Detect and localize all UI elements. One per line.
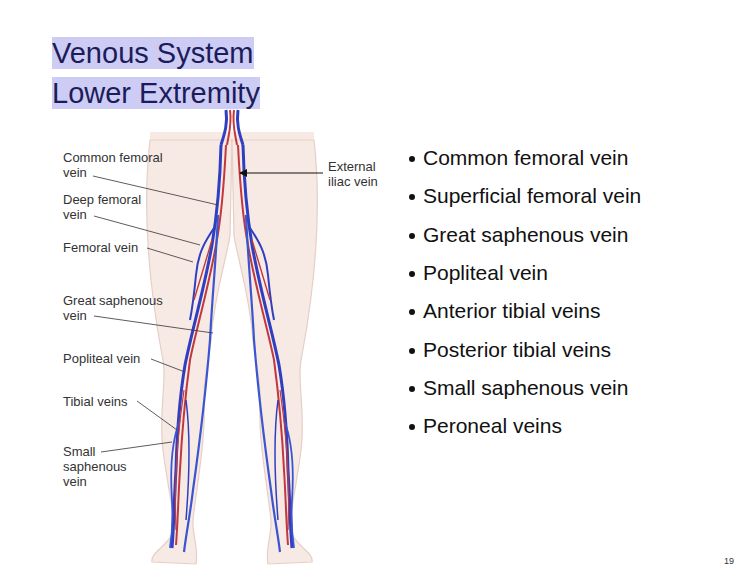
title-text: Venous System Lower Extremity: [52, 37, 260, 109]
bullet-item: Small saphenous vein: [423, 375, 733, 401]
anatomy-label: Popliteal vein: [63, 351, 183, 366]
anatomy-label: Tibial veins: [63, 394, 183, 409]
bullet-item: Superficial femoral vein: [423, 183, 733, 209]
anatomy-label: Common femoral vein: [63, 150, 175, 180]
anatomy-label: Femoral vein: [63, 240, 183, 255]
bullet-dot: [409, 424, 415, 430]
bullet-dot: [409, 156, 415, 162]
bullet-dot: [409, 194, 415, 200]
bullet-dot: [409, 386, 415, 392]
anatomy-label: Deep femoral vein: [63, 192, 158, 222]
bullet-item: Peroneal veins: [423, 413, 733, 439]
bullet-item: Great saphenous vein: [423, 222, 733, 248]
bullet-dot: [409, 271, 415, 277]
anatomy-label: External iliac vein: [328, 159, 390, 189]
bullet-item: Anterior tibial veins: [423, 298, 733, 324]
bullet-item: Common femoral vein: [423, 145, 733, 171]
page-number: 19: [724, 556, 740, 566]
bullet-dot: [409, 233, 415, 239]
anatomy-label: Great saphenous vein: [63, 293, 175, 323]
slide-title: Venous System Lower Extremity: [52, 33, 322, 113]
bullet-dot: [409, 348, 415, 354]
bullet-item: Popliteal vein: [423, 260, 733, 286]
bullet-dot: [409, 309, 415, 315]
anatomy-label: Small saphenous vein: [63, 444, 135, 489]
bullet-item: Posterior tibial veins: [423, 337, 733, 363]
